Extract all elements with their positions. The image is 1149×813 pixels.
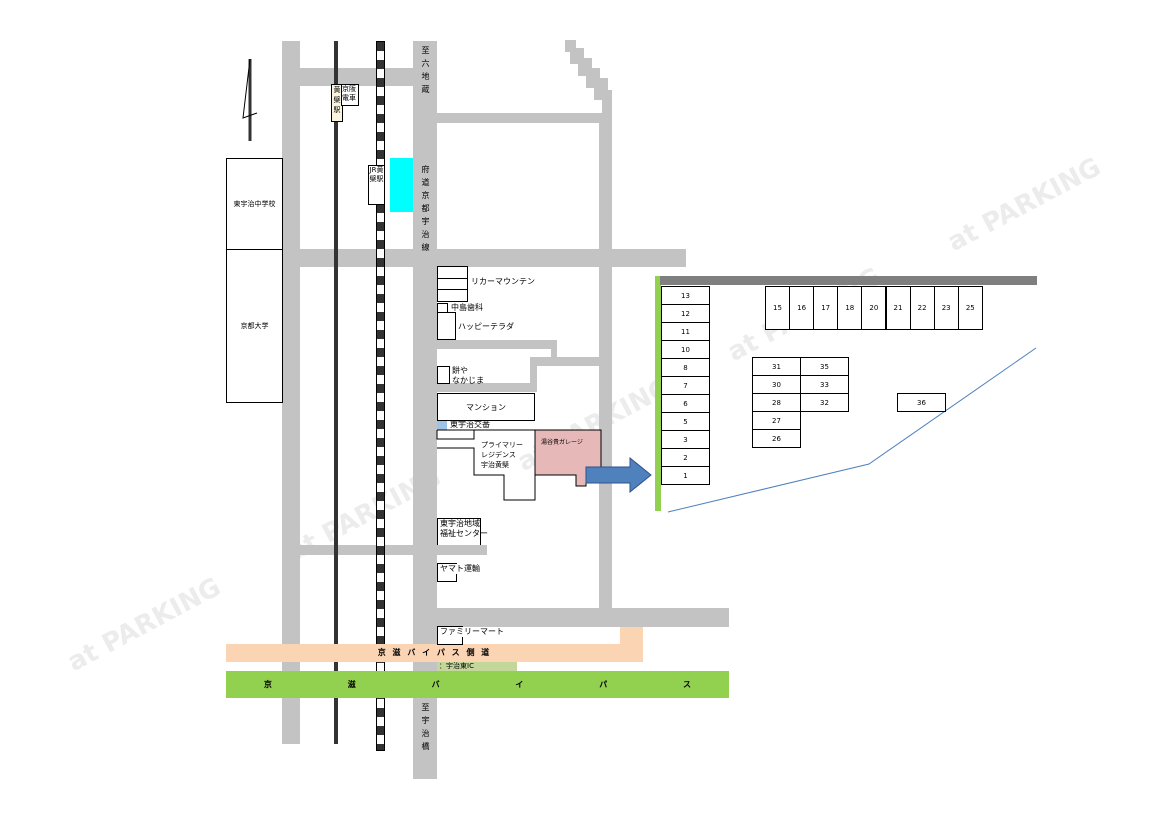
parking-slot-12: 12: [661, 304, 710, 323]
route-north-label: 至六地蔵: [421, 46, 430, 98]
liquor-label: リカーマウンテン: [471, 277, 535, 286]
arrow-right-icon: [585, 457, 652, 493]
route-south-label: 至宇治橋: [421, 703, 430, 755]
university: 京都大学: [226, 249, 283, 403]
side-road: [620, 627, 643, 647]
parking-slot-33: 33: [800, 375, 849, 394]
building: [437, 518, 481, 545]
keihan-company-label: 京阪電車: [341, 84, 359, 106]
garage-label: 湯谷貴ガレージ: [541, 439, 583, 446]
parking-slot-5: 5: [661, 412, 710, 431]
road: [437, 340, 557, 349]
parking-slot-11: 11: [661, 322, 710, 341]
parking-slot-30: 30: [752, 375, 801, 394]
koban-label: 東宇治交番: [450, 420, 490, 429]
watermark: at PARKING: [942, 152, 1106, 258]
road: [530, 357, 600, 366]
road: [413, 608, 729, 627]
station-area: [390, 158, 413, 212]
parking-slot-32: 32: [800, 393, 849, 412]
mochi-label: 餅や なかじま: [452, 366, 484, 385]
parking-wall: [660, 276, 1037, 285]
keiji-bypass: 京滋バイパス: [226, 671, 729, 698]
parking-slot-7: 7: [661, 376, 710, 395]
parking-slot-27: 27: [752, 411, 801, 430]
parking-slot-17: 17: [813, 286, 839, 330]
building: [437, 312, 456, 340]
keihan-line: [334, 41, 338, 744]
road-fudo: [413, 41, 437, 779]
parking-slot-23: 23: [933, 286, 959, 330]
parking-slot-3: 3: [661, 430, 710, 449]
road: [437, 113, 612, 123]
road: [530, 357, 537, 392]
happy-label: ハッピーテラダ: [458, 322, 514, 331]
parking-slot-18: 18: [837, 286, 863, 330]
bypass-side-road: 京 滋 バ イ パ ス 側 道: [226, 644, 643, 662]
bypass-char: ス: [683, 680, 692, 689]
parking-slot-15: 15: [765, 286, 790, 330]
road-stairs: [565, 40, 612, 115]
familymart-label: ファミリーマート: [440, 627, 504, 637]
parking-slot-26: 26: [752, 429, 801, 448]
parking-slot-8: 8: [661, 358, 710, 377]
building: [437, 366, 450, 384]
bypass-char: バ: [431, 680, 440, 689]
road: [300, 545, 487, 555]
jr-line: [376, 41, 385, 751]
welfare-label: 東宇治地域 福祉センター: [440, 519, 488, 538]
school: 東宇治中学校: [226, 158, 283, 250]
primary-label: プライマリー レジデンス 宇治黄檗: [481, 441, 523, 469]
bypass-char: 京: [263, 680, 272, 689]
parking-slot-25: 25: [957, 286, 983, 330]
parking-slot-20: 20: [861, 286, 887, 330]
parking-slot-2: 2: [661, 448, 710, 467]
road: [300, 249, 686, 267]
road: [437, 383, 537, 392]
dental-label: 中島歯科: [451, 303, 483, 312]
bypass-char: 滋: [347, 680, 356, 689]
north-arrow-icon: [242, 58, 258, 141]
parking-hedge: [655, 276, 661, 511]
road: [551, 340, 557, 364]
parking-boundary-line: [667, 347, 1037, 513]
road: [599, 113, 612, 609]
parking-slot-28: 28: [752, 393, 801, 412]
yamato-label: ヤマト運輸: [440, 564, 480, 574]
watermark: at PARKING: [62, 572, 226, 678]
parking-slot-1: 1: [661, 466, 710, 485]
parking-slot-35: 35: [800, 357, 849, 376]
parking-slot-22: 22: [909, 286, 935, 330]
building: [437, 289, 468, 302]
parking-slot-16: 16: [789, 286, 815, 330]
parking-slot-6: 6: [661, 394, 710, 413]
jr-station-label: JR黄檗駅: [368, 165, 385, 205]
fudo-label: 府道京都宇治線: [421, 165, 430, 256]
parking-slot-31: 31: [752, 357, 801, 376]
koban-marker: [437, 421, 447, 430]
bypass-char: イ: [515, 680, 524, 689]
parking-slot-21: 21: [885, 286, 911, 330]
ic-label: ：宇治東IC: [437, 662, 517, 671]
road: [282, 41, 300, 744]
parking-slot-10: 10: [661, 340, 710, 359]
parking-slot-36: 36: [897, 393, 946, 412]
bypass-char: パ: [599, 680, 608, 689]
parking-slot-13: 13: [661, 286, 710, 305]
mansion: マンション: [437, 393, 535, 421]
keihan-station-label: 黄檗駅: [331, 84, 343, 122]
